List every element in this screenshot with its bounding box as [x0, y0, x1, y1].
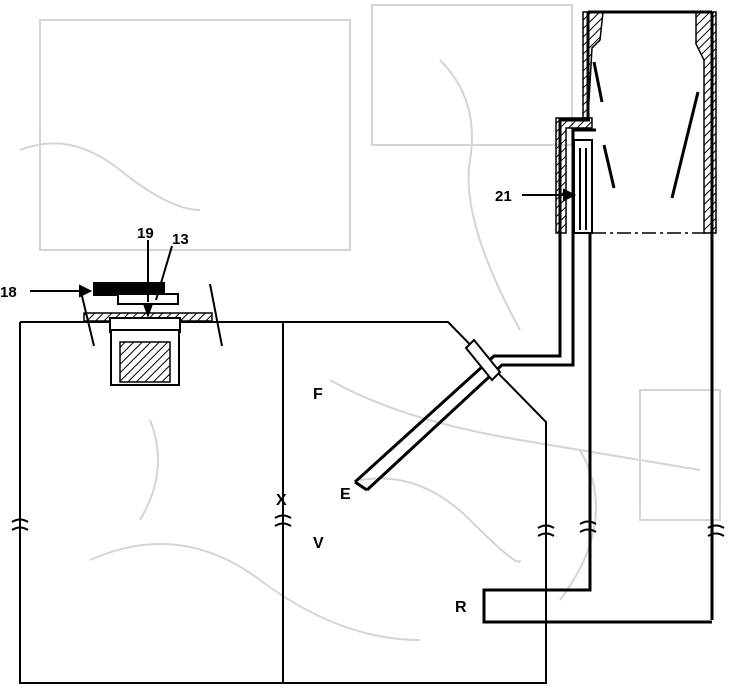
label-e: E	[340, 486, 351, 503]
filler-assembly	[353, 10, 714, 624]
break-marks	[11, 514, 725, 537]
label-f: F	[313, 386, 323, 403]
label-13: 13	[172, 231, 189, 248]
pipe-clamp	[464, 338, 502, 382]
sender-unit	[81, 282, 223, 386]
sender-coil	[119, 341, 171, 383]
inner-tube	[573, 139, 593, 234]
label-x: X	[276, 492, 287, 509]
leader-lines	[30, 188, 577, 302]
vent-pipe-inner	[365, 128, 596, 492]
sender-pin	[143, 304, 153, 318]
return-pipe	[482, 233, 712, 624]
left-cut-line	[81, 295, 95, 347]
label-v: V	[313, 535, 324, 552]
vent-pipe-outer	[353, 118, 590, 484]
label-19: 19	[137, 225, 154, 242]
faint-background-art	[19, 4, 721, 641]
label-21: 21	[495, 188, 512, 205]
label-18: 18	[0, 284, 17, 301]
right-cut-line	[209, 283, 223, 347]
label-r: R	[455, 599, 467, 616]
tank-outline	[19, 321, 547, 684]
filler-neck-walls	[555, 11, 717, 234]
